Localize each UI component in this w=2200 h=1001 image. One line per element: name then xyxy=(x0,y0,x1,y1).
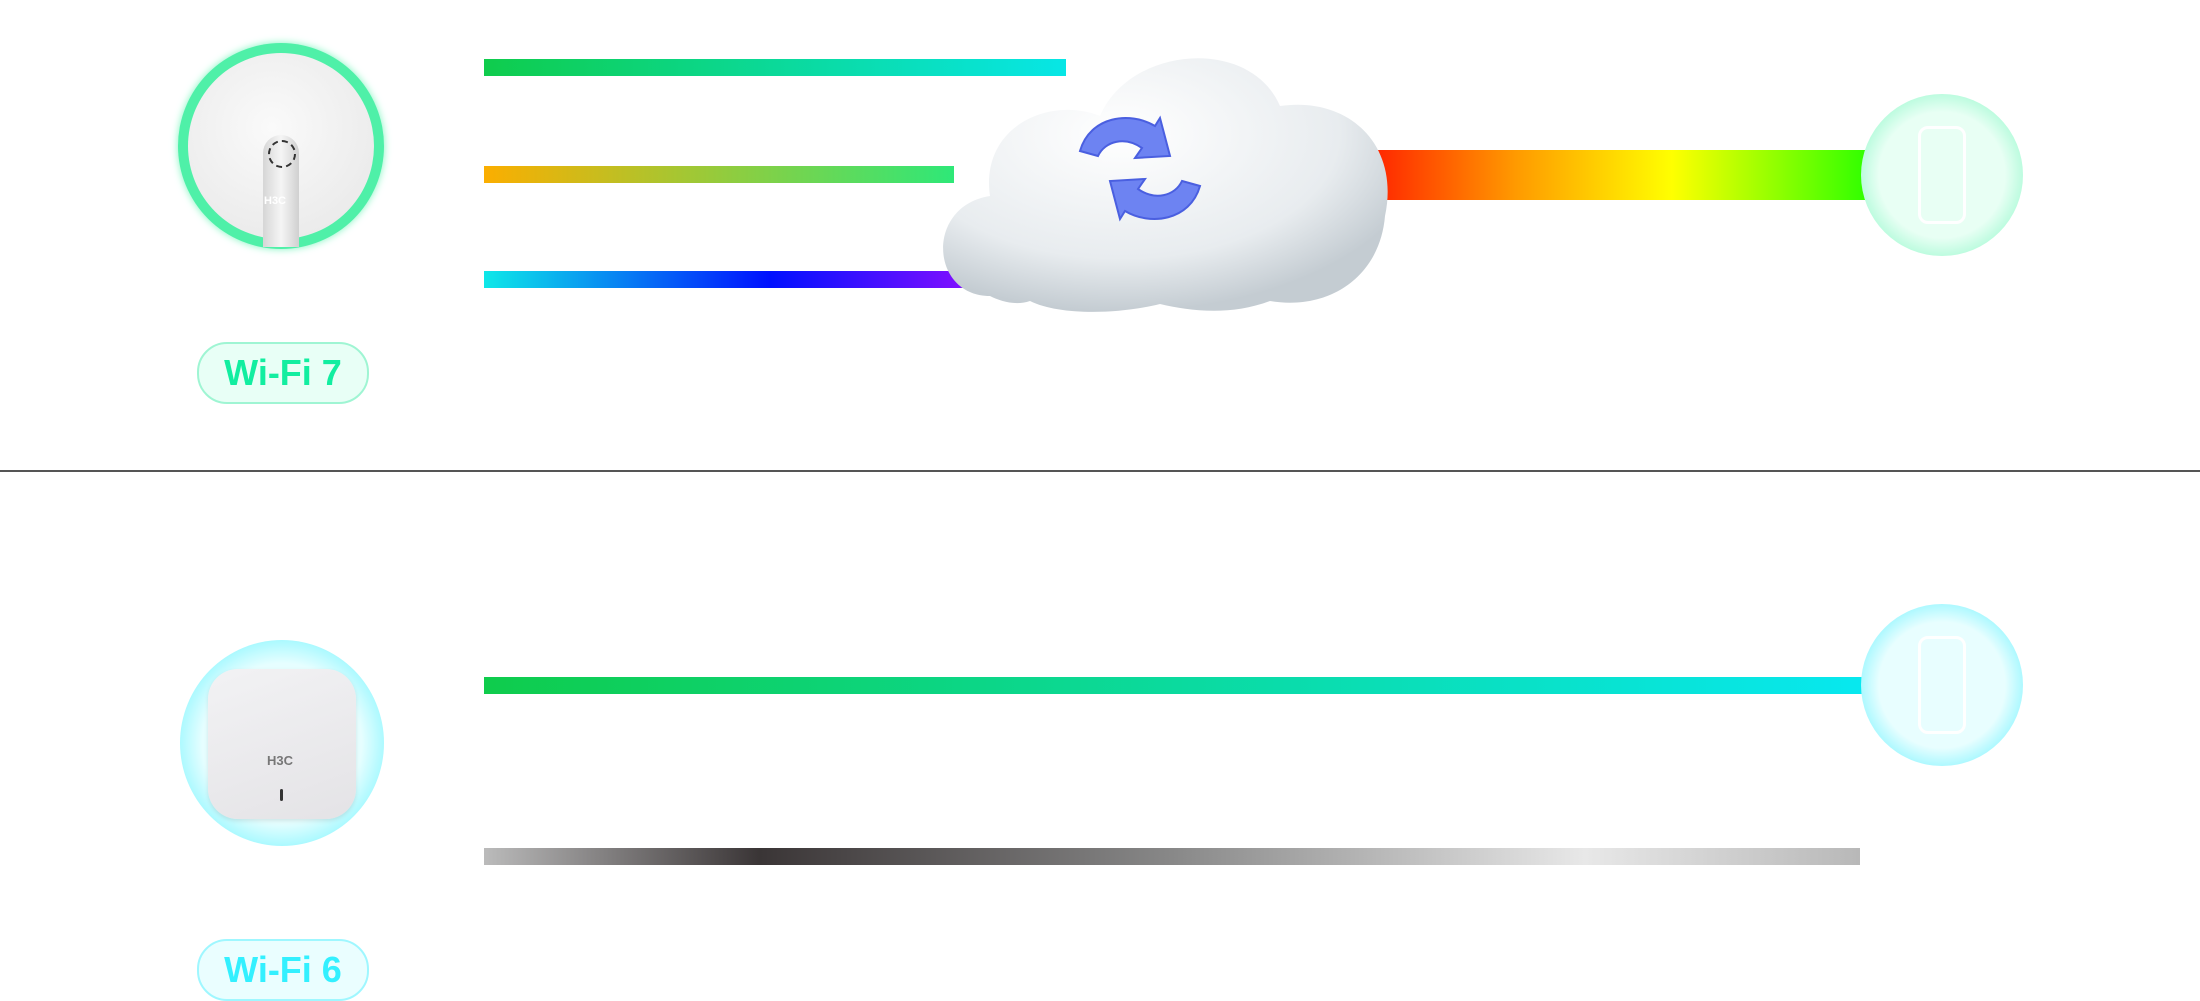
wifi6-link-inactive xyxy=(484,848,1860,865)
wifi7-label-text: Wi-Fi 7 xyxy=(224,352,342,393)
smartphone-icon xyxy=(1918,126,1966,224)
wifi7-client-phone xyxy=(1861,94,2023,256)
section-divider xyxy=(0,470,2200,472)
wifi6-label-text: Wi-Fi 6 xyxy=(224,949,342,990)
smartphone-icon xyxy=(1918,636,1966,734)
h3c-logo: H3C xyxy=(264,195,287,207)
wifi7-aggregated-link xyxy=(1360,150,1880,200)
wifi7-link-3 xyxy=(484,271,1004,288)
wifi7-link-1 xyxy=(484,59,1066,76)
wifi7-link-2 xyxy=(484,166,954,183)
wifi7-label: Wi-Fi 7 xyxy=(197,342,369,404)
wifi6-client-phone xyxy=(1861,604,2023,766)
wifi7-access-point: H3C xyxy=(178,43,384,249)
cloud-sync-icon xyxy=(943,58,1388,312)
wifi6-access-point: H3C xyxy=(180,640,384,846)
wifi6-label: Wi-Fi 6 xyxy=(197,939,369,1001)
h3c-logo: H3C xyxy=(267,753,294,768)
wifi6-link-active xyxy=(484,677,1870,694)
